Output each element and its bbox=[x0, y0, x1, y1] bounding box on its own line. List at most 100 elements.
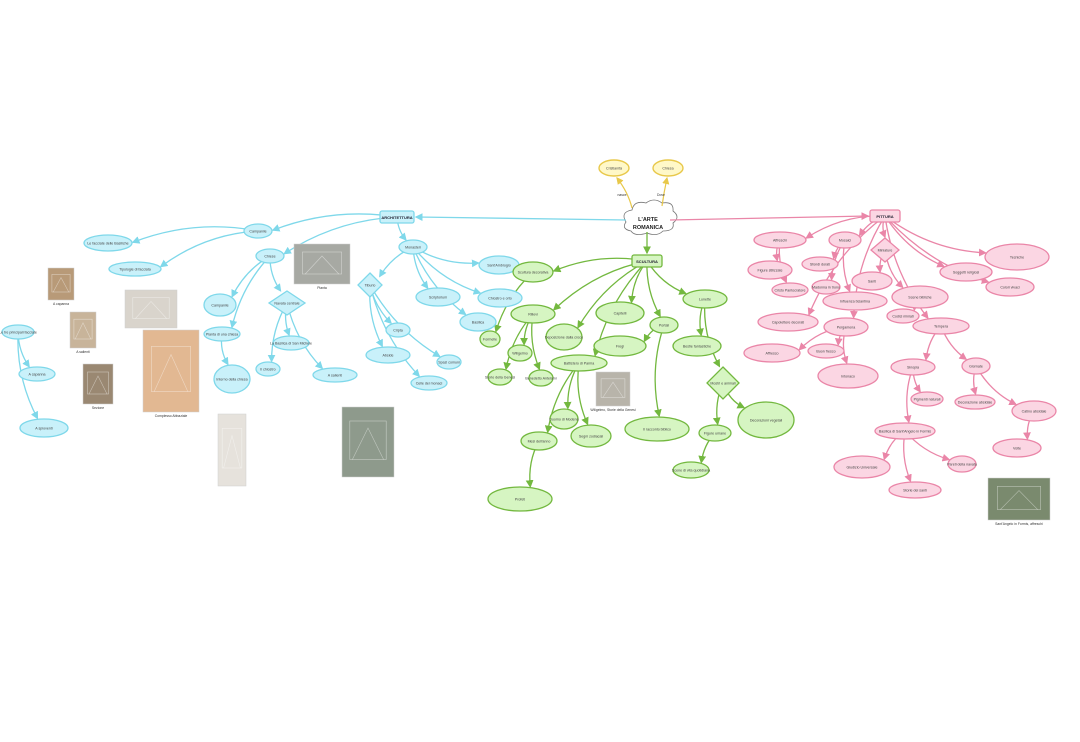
yellow-node-chiesa[interactable]: Chiesa bbox=[652, 159, 684, 177]
architecture-node-tipologie-di-facciata[interactable]: Tipologie di facciata bbox=[108, 261, 162, 277]
sculpture-node-label: Mostri e animali bbox=[710, 381, 735, 385]
painting-node-label: Figure stilizzate bbox=[758, 268, 783, 272]
hub-architettura-label: ARCHITETTURA bbox=[381, 215, 412, 220]
sculpture-node-portali[interactable]: Portali bbox=[649, 316, 679, 334]
painting-node-buon-fresco[interactable]: Buon fresco bbox=[807, 343, 845, 359]
architecture-node-pianta-di-una-chiesa[interactable]: Pianta di una chiesa bbox=[203, 326, 241, 342]
painting-node-tecniche[interactable]: Tecniche bbox=[984, 243, 1050, 271]
painting-node-mosaici[interactable]: Mosaici bbox=[828, 231, 862, 249]
sculpture-node-lunette[interactable]: Lunette bbox=[682, 289, 728, 309]
hub-scultura[interactable]: SCULTURA bbox=[631, 254, 663, 268]
architecture-node-abside[interactable]: Abside bbox=[365, 346, 411, 364]
architecture-node-scriptorium[interactable]: Scriptorium bbox=[415, 287, 461, 307]
sculpture-node-segni-zodiacali[interactable]: Segni zodiacali bbox=[570, 424, 612, 448]
architecture-node-label: Le tre principali facciate bbox=[0, 330, 37, 334]
architecture-node-il-chiostro[interactable]: Il chiostro bbox=[255, 361, 281, 377]
painting-node-codici-miniati[interactable]: Codici miniati bbox=[886, 308, 920, 324]
painting-node-affresco[interactable]: Affresco bbox=[743, 343, 801, 363]
architecture-node-interno-della-chiesa[interactable]: Interno della chiesa bbox=[213, 364, 251, 394]
sculpture-node-wiligelmo[interactable]: Wiligelmo bbox=[507, 344, 533, 362]
painting-node-soggetti-religiosi[interactable]: Soggetti religiosi bbox=[939, 262, 993, 282]
sculpture-node-il-racconto-biblico[interactable]: Il racconto biblico bbox=[624, 416, 690, 442]
architecture-node-navata-centrale[interactable]: Navata centrale bbox=[267, 290, 307, 316]
painting-node-colori-vivaci[interactable]: Colori vivaci bbox=[985, 277, 1035, 297]
architecture-node-monasteri[interactable]: Monasteri bbox=[398, 239, 428, 255]
painting-node-volte[interactable]: Volte bbox=[992, 438, 1042, 458]
architecture-node-campanile[interactable]: Campanile bbox=[243, 223, 273, 239]
sculpture-node-rilievi[interactable]: Rilievi bbox=[510, 304, 556, 324]
sculpture-node-formelle[interactable]: Formelle bbox=[479, 330, 501, 348]
sculpture-node-label: Bestie fantastiche bbox=[683, 344, 711, 348]
sculpture-node-figure-umane[interactable]: Figure umane bbox=[698, 424, 732, 442]
architecture-node-la-basilica-di-san-michele[interactable]: La Basilica di San Michele bbox=[270, 335, 312, 351]
painting-node-sinopia[interactable]: Sinopia bbox=[890, 358, 936, 376]
architecture-node-a-salienti[interactable]: A salienti bbox=[312, 367, 358, 383]
painting-node-santi[interactable]: Santi bbox=[851, 271, 893, 291]
architecture-node-chiostro-e-orto[interactable]: Chiostro e orto bbox=[477, 288, 523, 308]
painting-node-madonna-in-trono[interactable]: Madonna in trono bbox=[811, 279, 841, 295]
sculpture-node-capitelli[interactable]: Capitelli bbox=[595, 301, 645, 325]
hub-architettura[interactable]: ARCHITETTURA bbox=[379, 210, 415, 224]
sculpture-node-scultura-decorativa[interactable]: Scultura decorativa bbox=[512, 261, 554, 283]
sculpture-node-bestie-fantastiche[interactable]: Bestie fantastiche bbox=[672, 335, 722, 357]
painting-node-tempera[interactable]: Tempera bbox=[912, 317, 970, 335]
sculpture-node-duomo-di-modena[interactable]: Duomo di Modena bbox=[549, 408, 579, 430]
architecture-node-le-tre-principali-facciate[interactable]: Le tre principali facciate bbox=[0, 324, 37, 340]
architecture-node-celle-dei-monaci[interactable]: Celle dei monaci bbox=[410, 375, 448, 391]
painting-node-giornate[interactable]: Giornate bbox=[961, 357, 991, 375]
architecture-node-tiburio[interactable]: Tiburio bbox=[357, 272, 383, 298]
architecture-node-a-spioventi[interactable]: A spioventi bbox=[19, 418, 69, 438]
painting-node-catino-absidale[interactable]: Catino absidale bbox=[1011, 400, 1057, 422]
edge-title-architettura bbox=[414, 213, 627, 221]
painting-node-pareti-della-navata[interactable]: Pareti della navata bbox=[947, 455, 977, 473]
painting-node-label: Volte bbox=[1013, 446, 1021, 450]
painting-node-pergamena[interactable]: Pergamena bbox=[823, 317, 869, 337]
hub-pittura[interactable]: PITTURA bbox=[869, 209, 901, 223]
sculpture-node-scene-di-vita-quotidiana[interactable]: Scene di vita quotidiana bbox=[672, 461, 710, 479]
sculpture-node-storie-della-genesi[interactable]: Storie della Genesi bbox=[485, 368, 516, 386]
painting-node-decorazione-absidale[interactable]: Decorazione absidale bbox=[954, 394, 996, 410]
painting-node-label: Catino absidale bbox=[1022, 409, 1047, 413]
sculpture-node-benedetto-antelami[interactable]: Benedetto Antelami bbox=[525, 369, 557, 387]
painting-node-sfondi-dorati[interactable]: Sfondi dorati bbox=[801, 256, 839, 272]
edge-architecture-0 bbox=[271, 213, 398, 232]
painting-node-storie-dei-santi[interactable]: Storie dei santi bbox=[888, 481, 942, 499]
sculpture-node-fregi[interactable]: Fregi bbox=[593, 335, 647, 357]
sculpture-node-mostri-e-animali[interactable]: Mostri e animali bbox=[706, 366, 740, 400]
architecture-node-campanile[interactable]: Campanile bbox=[203, 293, 237, 317]
painting-node-capolettere-decorati[interactable]: Capolettere decorati bbox=[757, 312, 819, 332]
architecture-node-basilica[interactable]: Basilica bbox=[459, 312, 497, 332]
painting-node-influenza-bizantina[interactable]: Influenza bizantina bbox=[822, 291, 888, 311]
painting-node-figure-stilizzate[interactable]: Figure stilizzate bbox=[747, 260, 793, 280]
photo-caption: Complesso Abbaziale bbox=[155, 414, 188, 418]
photo-thumbnail-sculpture-8: Wiligelmo, Storie della Genesi bbox=[590, 371, 636, 412]
painting-node-basilica-di-sant-angelo-in-formis[interactable]: Basilica di Sant'Angelo in Formis bbox=[874, 422, 936, 440]
painting-node-affreschi[interactable]: Affreschi bbox=[753, 231, 807, 249]
painting-node-cristo-pantocratore[interactable]: Cristo Pantocratore bbox=[771, 282, 809, 298]
photo-caption: Pianta bbox=[317, 286, 327, 290]
architecture-node-label: Cripta bbox=[393, 328, 403, 332]
architecture-node-a-capanna[interactable]: A capanna bbox=[18, 366, 56, 382]
sculpture-node-mesi-dell-anno[interactable]: Mesi dell'anno bbox=[520, 431, 558, 451]
architecture-node-chiese[interactable]: Chiese bbox=[255, 248, 285, 264]
painting-node-label: Pergamena bbox=[837, 325, 856, 329]
architecture-node-spazi-comuni[interactable]: Spazi comuni bbox=[436, 354, 462, 370]
sculpture-node-label: Battistero di Parma bbox=[564, 361, 595, 365]
sculpture-node-profeti[interactable]: Profeti bbox=[487, 486, 553, 512]
architecture-node-sant-ambrogio[interactable]: Sant'Ambrogio bbox=[478, 255, 520, 275]
sculpture-node-decorazioni-vegetali[interactable]: Decorazioni vegetali bbox=[737, 401, 795, 439]
photo-caption: Sezione bbox=[92, 406, 104, 410]
sculpture-node-deposizione-dalla-croce[interactable]: Deposizione dalla croce bbox=[545, 323, 583, 351]
yellow-node-cristianita[interactable]: Cristianità bbox=[598, 159, 630, 177]
painting-node-intonaco[interactable]: Intonaco bbox=[817, 363, 879, 389]
painting-node-label: Miniature bbox=[878, 248, 893, 252]
architecture-node-le-facciate-delle-basiliche[interactable]: Le facciate delle Basiliche bbox=[83, 234, 133, 252]
edge-title-cristianita bbox=[616, 177, 633, 209]
painting-node-pigmenti-naturali[interactable]: Pigmenti naturali bbox=[910, 391, 944, 407]
painting-node-scene-bibliche[interactable]: Scene bibliche bbox=[891, 285, 949, 309]
painting-node-giudizio-universale[interactable]: Giudizio Universale bbox=[833, 455, 891, 479]
painting-node-miniature[interactable]: Miniature bbox=[870, 237, 900, 263]
architecture-node-cripta[interactable]: Cripta bbox=[385, 322, 411, 338]
sculpture-node-battistero-di-parma[interactable]: Battistero di Parma bbox=[550, 354, 608, 372]
